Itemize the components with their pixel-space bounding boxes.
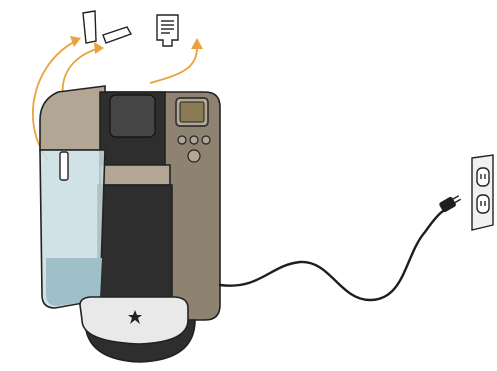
control-button-left: [178, 136, 186, 144]
water-filter-strip-icon: [83, 11, 96, 43]
reservoir-lid: [40, 86, 105, 150]
power-plug-icon: [439, 193, 462, 212]
brew-button: [188, 150, 200, 162]
instruction-sheet-icon: [157, 15, 178, 46]
reservoir-handle: [60, 152, 68, 180]
power-cord: [220, 210, 445, 300]
brew-head-collar: [100, 165, 170, 185]
filter-cartridge-icon: [103, 27, 131, 43]
wall-outlet-icon: [472, 155, 493, 230]
cup-cavity: [98, 185, 172, 300]
control-button-center: [190, 136, 198, 144]
control-button-right: [202, 136, 210, 144]
brewer-machine-icon: [40, 86, 220, 362]
k-cup-holder: [110, 95, 155, 137]
